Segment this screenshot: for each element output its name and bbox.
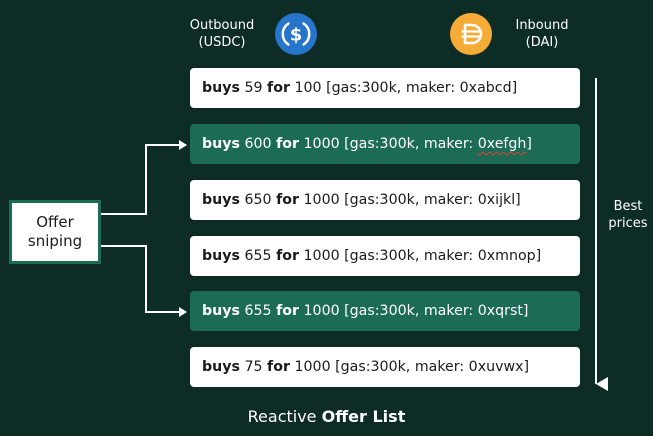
- diagram-caption: Reactive Offer List: [0, 407, 653, 426]
- svg-text:$: $: [290, 25, 303, 46]
- offer-gas: [gas:300k, maker:: [326, 80, 460, 96]
- offer-price: 1000: [303, 303, 340, 319]
- offer-conj: for: [276, 248, 299, 264]
- offer-row-1: buys 59 for 100 [gas:300k, maker: 0xabcd…: [190, 68, 580, 108]
- offer-bracket: ]: [511, 80, 518, 96]
- offer-price: 1000: [303, 192, 340, 208]
- offer-maker: 0xqrst: [477, 303, 523, 319]
- offer-conj: for: [267, 80, 290, 96]
- sniping-arrow-top: [101, 140, 187, 215]
- sniping-arrow-bottom: [101, 245, 187, 317]
- offer-bracket: ]: [526, 136, 532, 152]
- offer-verb: buys: [202, 136, 240, 152]
- offer-price: 100: [294, 80, 322, 96]
- offer-row-3: buys 650 for 1000 [gas:300k, maker: 0xij…: [190, 180, 580, 220]
- offer-row-4: buys 655 for 1000 [gas:300k, maker: 0xmn…: [190, 236, 580, 276]
- dai-coin-icon: [450, 13, 492, 55]
- usdc-coin-icon: $: [275, 13, 317, 55]
- offer-price: 1000: [294, 359, 331, 375]
- offer-bracket: ]: [523, 359, 530, 375]
- offer-verb: buys: [202, 248, 240, 264]
- offer-conj: for: [276, 136, 299, 152]
- offer-bracket: ]: [522, 303, 529, 319]
- sniping-line-2: sniping: [27, 232, 83, 250]
- outbound-token: (USDC): [198, 35, 246, 50]
- offer-bracket: ]: [535, 248, 542, 264]
- best-prices-line-2: prices: [608, 216, 648, 231]
- offer-row-5: buys 655 for 1000 [gas:300k, maker: 0xqr…: [190, 291, 580, 331]
- offer-gas: [gas:300k, maker:: [335, 359, 469, 375]
- offer-sniping-box: Offer sniping: [9, 200, 101, 264]
- offer-row-6: buys 75 for 1000 [gas:300k, maker: 0xuvw…: [190, 347, 580, 387]
- offer-maker: 0xuvwx: [468, 359, 524, 375]
- offer-price: 1000: [303, 136, 340, 152]
- offer-amount: 59: [244, 80, 263, 96]
- inbound-title: Inbound: [515, 18, 569, 33]
- offer-conj: for: [276, 192, 299, 208]
- sniping-line-1: Offer: [36, 213, 74, 231]
- offer-verb: buys: [202, 192, 240, 208]
- offer-amount: 600: [244, 136, 272, 152]
- offer-verb: buys: [202, 359, 240, 375]
- offer-row-2: buys 600 for 1000 [gas:300k, maker: 0xef…: [190, 124, 580, 164]
- offer-gas: [gas:300k, maker:: [344, 248, 478, 264]
- offer-maker: 0xijkl: [477, 192, 516, 208]
- offer-amount: 650: [244, 192, 272, 208]
- inbound-label: Inbound (DAI): [498, 17, 586, 51]
- offer-maker: 0xabcd: [459, 80, 512, 96]
- offer-gas: [gas:300k, maker:: [344, 192, 478, 208]
- offer-amount: 655: [244, 303, 272, 319]
- offer-amount: 75: [244, 359, 263, 375]
- offer-conj: for: [276, 303, 299, 319]
- outbound-title: Outbound: [189, 18, 255, 33]
- offer-verb: buys: [202, 303, 240, 319]
- offer-conj: for: [267, 359, 290, 375]
- inbound-token: (DAI): [525, 35, 559, 50]
- outbound-label: Outbound (USDC): [178, 17, 266, 51]
- caption-prefix: Reactive: [247, 407, 322, 426]
- offer-verb: buys: [202, 80, 240, 96]
- best-prices-line-1: Best: [613, 199, 643, 214]
- offer-maker: 0xefgh: [477, 136, 527, 152]
- caption-bold: Offer List: [321, 407, 406, 426]
- offer-amount: 655: [244, 248, 272, 264]
- offer-price: 1000: [303, 248, 340, 264]
- offer-bracket: ]: [515, 192, 521, 208]
- offer-maker: 0xmnop: [477, 248, 536, 264]
- offer-gas: [gas:300k, maker:: [344, 136, 478, 152]
- offer-gas: [gas:300k, maker:: [344, 303, 478, 319]
- best-prices-label: Best prices: [603, 198, 653, 232]
